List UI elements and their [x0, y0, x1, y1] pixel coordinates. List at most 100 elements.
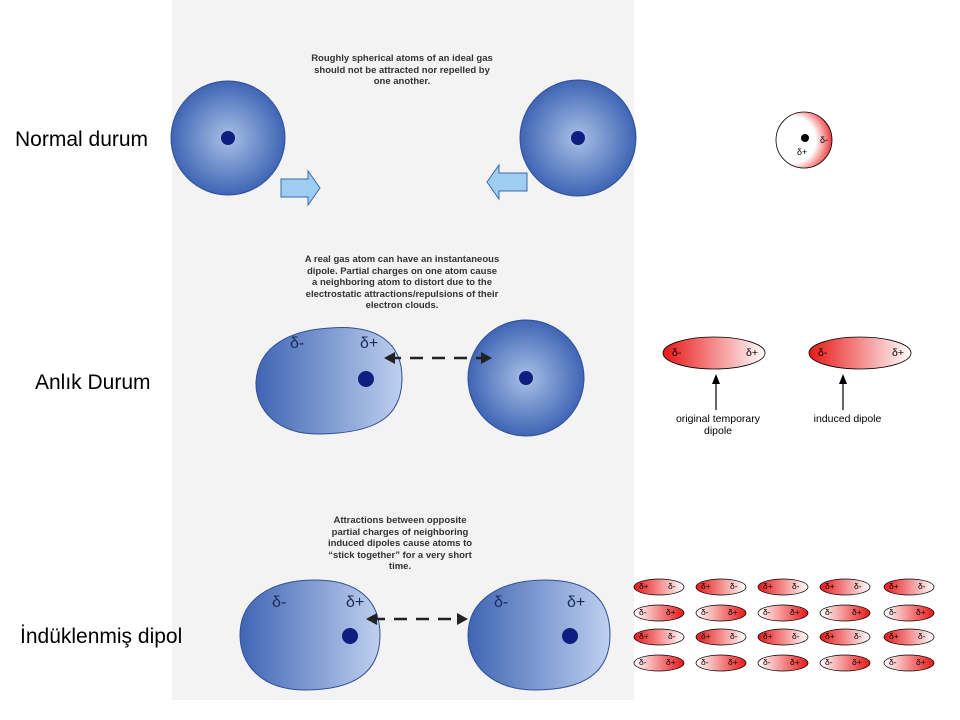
induced-atom-left [239, 579, 381, 691]
dipole-ellipse [633, 578, 685, 596]
attraction-arrow [384, 352, 492, 364]
red-dipole-original [662, 336, 766, 370]
charge-plus: δ+ [346, 594, 365, 611]
charge-minus: δ- [701, 607, 709, 617]
dipole-ellipse [819, 654, 871, 672]
charge-plus: δ+ [639, 631, 649, 641]
charge-plus: δ+ [852, 657, 862, 667]
charge-minus: δ- [494, 594, 509, 611]
charge-minus: δ- [701, 657, 709, 667]
charge-minus: δ- [825, 657, 833, 667]
charge-plus: δ+ [666, 607, 676, 617]
nucleus [221, 131, 235, 145]
charge-plus: δ+ [360, 335, 379, 352]
dipole-ellipse [757, 654, 809, 672]
charge-plus: δ+ [797, 147, 808, 157]
charge-plus: δ+ [790, 657, 800, 667]
charge-plus: δ+ [728, 657, 738, 667]
charge-plus: δ+ [567, 594, 586, 611]
caption-attraction: Attractions between opposite partial cha… [327, 515, 473, 572]
charge-minus: δ- [763, 657, 771, 667]
label-induced-dipole: İndüklenmiş dipol [20, 625, 183, 648]
dipole-ellipse [819, 604, 871, 622]
induced-atom-right [467, 579, 611, 691]
nucleus [571, 131, 585, 145]
charge-minus: δ- [889, 657, 897, 667]
charge-plus: δ+ [639, 581, 649, 591]
label-normal-state: Normal durum [15, 128, 149, 151]
charge-plus: δ+ [889, 581, 899, 591]
label-instantaneous-state: Anlık Durum [35, 371, 151, 394]
distorted-atom [255, 327, 403, 435]
nucleus [801, 134, 809, 142]
charge-minus: δ- [889, 607, 897, 617]
nucleus [519, 371, 533, 385]
charge-plus: δ+ [701, 631, 711, 641]
nucleus [342, 628, 358, 644]
charge-minus: δ- [668, 631, 676, 641]
charge-minus: δ- [272, 594, 287, 611]
charge-minus: δ- [290, 335, 305, 352]
charge-minus: δ- [792, 581, 800, 591]
charge-plus: δ+ [825, 581, 835, 591]
caption-ideal-gas: Roughly spherical atoms of an ideal gas … [311, 53, 493, 87]
dipole-ellipse [757, 578, 809, 596]
charge-plus: δ+ [790, 607, 800, 617]
charge-plus: δ+ [666, 657, 676, 667]
dipole-ellipse [633, 654, 685, 672]
nucleus [358, 371, 374, 387]
charge-plus: δ+ [852, 607, 862, 617]
dipole-ellipse [695, 578, 747, 596]
charge-minus: δ- [763, 607, 771, 617]
dipole-ellipse [819, 628, 871, 646]
charge-minus: δ- [820, 135, 829, 145]
dipole-ellipse [883, 604, 935, 622]
charge-plus: δ+ [889, 631, 899, 641]
charge-plus: δ+ [916, 657, 926, 667]
charge-plus: δ+ [892, 347, 904, 359]
dipole-ellipse [633, 604, 685, 622]
charge-minus: δ- [639, 657, 647, 667]
dipole-ellipse [883, 578, 935, 596]
charge-minus: δ- [792, 631, 800, 641]
attraction-arrow [366, 613, 468, 625]
dipole-ellipse [695, 604, 747, 622]
caption-real-gas: A real gas atom can have an instantaneou… [304, 254, 500, 311]
nucleus [562, 628, 578, 644]
charge-minus: δ- [854, 631, 862, 641]
label-original-dipole: original temporary dipole [675, 413, 761, 437]
charge-plus: δ+ [763, 581, 773, 591]
charge-minus: δ- [730, 631, 738, 641]
dipole-ellipse [633, 628, 685, 646]
charge-minus: δ- [918, 581, 926, 591]
dipole-ellipse [757, 604, 809, 622]
pointer-arrow [839, 374, 847, 410]
charge-plus: δ+ [916, 607, 926, 617]
red-dipole-induced [808, 336, 912, 370]
charge-plus: δ+ [763, 631, 773, 641]
charge-minus: δ- [730, 581, 738, 591]
dipole-grid [633, 578, 935, 672]
block-arrow-right [280, 169, 321, 207]
charge-minus: δ- [918, 631, 926, 641]
charge-minus: δ- [818, 347, 828, 359]
dipole-ellipse [883, 628, 935, 646]
dipole-ellipse [695, 654, 747, 672]
charge-minus: δ- [825, 607, 833, 617]
charge-plus: δ+ [825, 631, 835, 641]
charge-plus: δ+ [728, 607, 738, 617]
charge-plus: δ+ [701, 581, 711, 591]
charge-plus: δ+ [746, 347, 758, 359]
charge-minus: δ- [668, 581, 676, 591]
charge-minus: δ- [672, 347, 682, 359]
label-induced-dipole-small: induced dipole [813, 413, 882, 425]
charge-minus: δ- [639, 607, 647, 617]
pointer-arrow [712, 374, 720, 410]
dipole-ellipse [757, 628, 809, 646]
block-arrow-left [486, 163, 528, 201]
charge-minus: δ- [854, 581, 862, 591]
dipole-ellipse [819, 578, 871, 596]
dipole-ellipse [695, 628, 747, 646]
dipole-ellipse [883, 654, 935, 672]
